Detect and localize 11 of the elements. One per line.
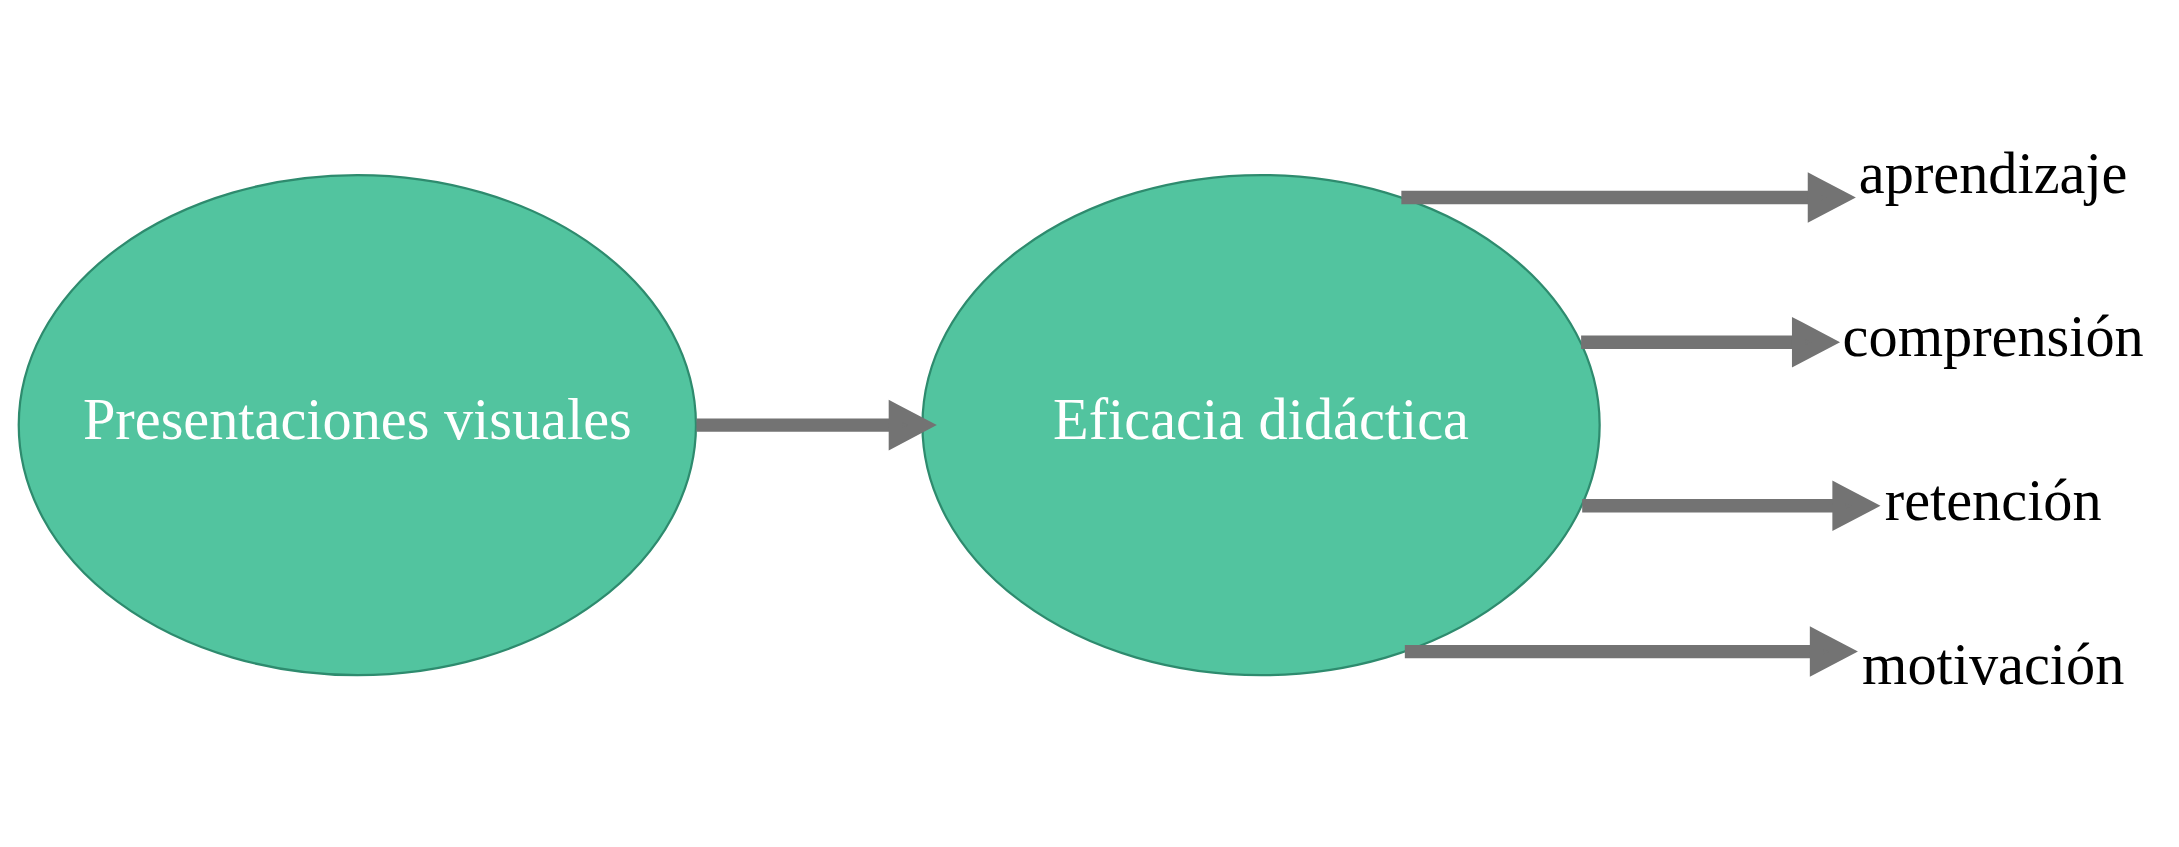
- node-text: aprendizaje: [1858, 140, 2128, 206]
- node-text: comprensión: [1842, 303, 2144, 369]
- arrow: [1401, 171, 1856, 223]
- arrow: [1582, 480, 1881, 531]
- arrow: [696, 399, 937, 450]
- arrow: [1404, 625, 1858, 677]
- node-ellipse: Eficacia didáctica: [921, 173, 1601, 676]
- node-text: motivación: [1862, 631, 2125, 697]
- arrow: [1581, 316, 1841, 367]
- node-text: retención: [1884, 467, 2102, 533]
- node-ellipse: Presentaciones visuales: [17, 173, 698, 676]
